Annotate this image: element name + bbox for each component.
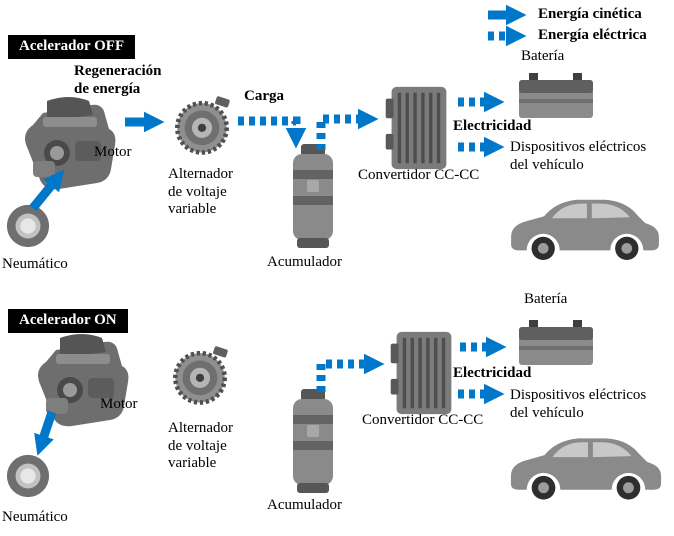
- dcdc-converter-icon-on: [388, 330, 454, 416]
- legend-kinetic-label: Energía cinética: [538, 6, 642, 22]
- accumulator-label-on: Acumulador: [267, 497, 342, 513]
- battery-icon-on: [519, 320, 593, 365]
- regen-label-off: Regeneración de energía: [74, 63, 162, 97]
- battery-label-off: Batería: [521, 48, 565, 64]
- capacitor-icon-on: [293, 389, 333, 493]
- converter-label-on: Convertidor CC-CC: [362, 412, 484, 428]
- legend-electric-label: Energía eléctrica: [538, 27, 647, 43]
- battery-icon-off: [519, 73, 593, 118]
- alternator-label-on: Alternador de voltaje variable: [168, 420, 233, 472]
- capacitor-to-converter-arrow-off: [316, 108, 379, 150]
- motor-label-on: Motor: [100, 396, 138, 412]
- devices-label-on: Dispositivos eléctricos del vehículo: [510, 387, 647, 421]
- electricity-label-on: Electricidad: [453, 365, 532, 381]
- converter-label-off: Convertidor CC-CC: [358, 167, 480, 183]
- alternator-icon-off: [177, 96, 230, 153]
- alternator-label-off: Alternador de voltaje variable: [168, 166, 233, 218]
- devices-label-off: Dispositivos eléctricos del vehículo: [510, 139, 647, 173]
- alternator-icon-on: [175, 346, 228, 403]
- motor-label-off: Motor: [94, 144, 132, 160]
- car-icon-off: [511, 199, 659, 261]
- dcdc-converter-icon-off: [383, 85, 449, 171]
- charge-arrow-off: [238, 116, 307, 149]
- battery-label-on: Batería: [524, 291, 568, 307]
- charge-label-off: Carga: [244, 88, 284, 104]
- capacitor-to-converter-arrow-on: [316, 353, 385, 392]
- accumulator-label-off: Acumulador: [267, 254, 342, 270]
- engine-to-tire-arrow-on: [34, 410, 57, 456]
- electricity-label-off: Electricidad: [453, 118, 532, 134]
- capacitor-icon-off: [293, 144, 333, 248]
- tire-to-engine-arrow-off: [29, 169, 65, 211]
- section-title-off: Acelerador OFF: [8, 35, 136, 59]
- section-title-on: Acelerador ON: [8, 309, 128, 333]
- tire-label-off: Neumático: [2, 256, 68, 272]
- tire-icon-on: [6, 454, 50, 498]
- tire-icon-off: [6, 204, 50, 248]
- car-icon-on: [510, 438, 662, 500]
- tire-label-on: Neumático: [2, 509, 68, 525]
